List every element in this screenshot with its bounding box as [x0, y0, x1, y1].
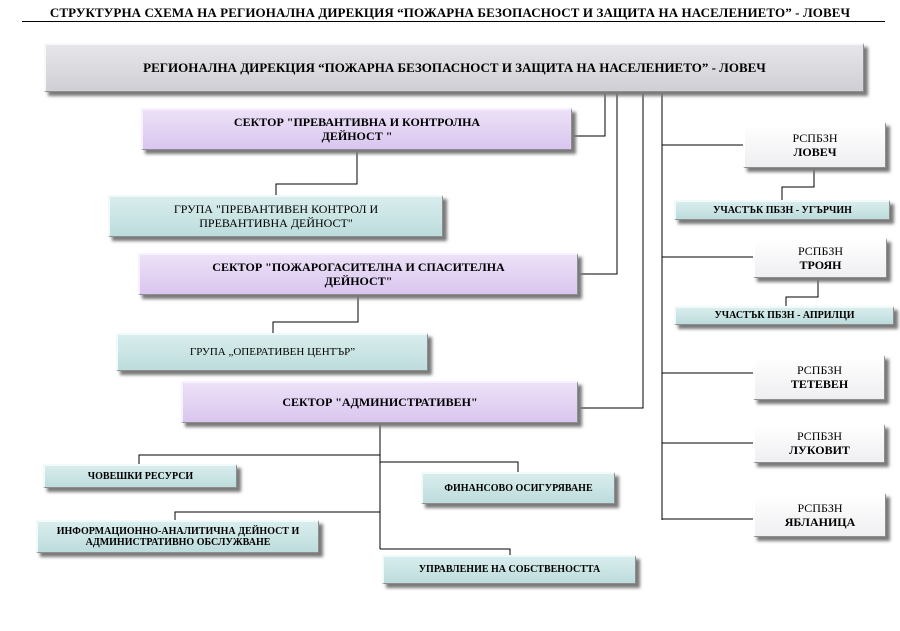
section-ugarchin-label: УЧАСТЪК ПБЗН - УГЪРЧИН	[713, 204, 852, 216]
group-preventive-label-line1: ГРУПА "ПРЕВАНТИВЕН КОНТРОЛ И	[173, 201, 379, 216]
admin-unit-hr-box: ЧОВЕШКИ РЕСУРСИ	[43, 464, 237, 488]
root-directorate-box: РЕГИОНАЛНА ДИРЕКЦИЯ “ПОЖАРНА БЕЗОПАСНОСТ…	[44, 43, 864, 92]
rspbzn-troyan-box: РСПБЗН ТРОЯН	[753, 238, 887, 278]
rspbzn-troyan-abbr: РСПБЗН	[797, 243, 844, 258]
rspbzn-lukovit-abbr: РСПБЗН	[796, 429, 843, 444]
rspbzn-troyan-city: ТРОЯН	[799, 257, 842, 272]
title-underline	[22, 21, 885, 22]
admin-unit-finance-box: ФИНАНСОВО ОСИГУРЯВАНЕ	[421, 472, 615, 504]
sector-preventive-label-line2: ДЕЙНОСТ "	[321, 128, 393, 143]
connector-root-administrative	[578, 90, 644, 409]
connector-lovech-ugarchin	[781, 168, 815, 200]
section-apriltsi-label: УЧАСТЪК ПБЗН - АПРИЛЦИ	[714, 310, 855, 322]
sector-firefighting-label-line1: СЕКТОР "ПОЖАРОГАСИТЕЛНА И СПАСИТЕЛНА	[212, 259, 505, 274]
admin-unit-property-label: УПРАВЛЕНИЕ НА СОБСТВЕНОСТТА	[418, 564, 601, 576]
admin-unit-finance-label: ФИНАНСОВО ОСИГУРЯВАНЕ	[444, 482, 593, 494]
admin-unit-info-label-line1: ИНФОРМАЦИОННО-АНАЛИТИЧНА ДЕЙНОСТ И	[56, 525, 300, 537]
rspbzn-teteven-city: ТЕТЕВЕН	[790, 377, 849, 391]
rspbzn-yablanitsa-abbr: РСПБЗН	[797, 500, 843, 515]
section-ugarchin-box: УЧАСТЪК ПБЗН - УГЪРЧИН	[674, 200, 890, 220]
admin-unit-hr-label: ЧОВЕШКИ РЕСУРСИ	[87, 470, 194, 482]
admin-unit-info-box: ИНФОРМАЦИОННО-АНАЛИТИЧНА ДЕЙНОСТ И АДМИН…	[36, 520, 319, 553]
rspbzn-lukovit-city: ЛУКОВИТ	[789, 443, 850, 457]
rspbzn-lovech-box: РСПБЗН ЛОВЕЧ	[743, 122, 886, 168]
connector-root-preventive	[572, 90, 606, 137]
sector-firefighting-label-line2: ДЕЙНОСТ"	[324, 273, 393, 288]
connector-admin-finance	[380, 461, 519, 472]
page-title: СТРУКТУРНА СХЕМА НА РЕГИОНАЛНА ДИРЕКЦИЯ …	[49, 5, 851, 20]
section-apriltsi-box: УЧАСТЪК ПБЗН - АПРИЛЦИ	[674, 306, 894, 325]
group-operative-label: ГРУПА „ОПЕРАТИВЕН ЦЕНТЪР”	[189, 346, 356, 359]
connector-admin-hr	[138, 454, 380, 464]
admin-unit-info-label-line2: АДМИНИСТРАТИВНО ОБСЛУЖВАНЕ	[85, 537, 271, 548]
admin-unit-property-box: УПРАВЛЕНИЕ НА СОБСТВЕНОСТТА	[382, 555, 636, 584]
connector-preventive-group	[275, 150, 358, 195]
group-preventive-box: ГРУПА "ПРЕВАНТИВЕН КОНТРОЛ И ПРЕВАНТИВНА…	[108, 195, 443, 237]
sector-administrative-label: СЕКТОР "АДМИНИСТРАТИВЕН"	[282, 394, 478, 409]
rspbzn-teteven-box: РСПБЗН ТЕТЕВЕН	[753, 355, 885, 400]
connector-admin-info	[174, 511, 380, 520]
connector-troyan-apriltsi	[785, 278, 819, 306]
root-directorate-label: РЕГИОНАЛНА ДИРЕКЦИЯ “ПОЖАРНА БЕЗОПАСНОСТ…	[143, 59, 766, 75]
sector-administrative-box: СЕКТОР "АДМИНИСТРАТИВЕН"	[181, 381, 578, 423]
rspbzn-teteven-abbr: РСПБЗН	[796, 363, 843, 378]
rspbzn-yablanitsa-city: ЯБЛАНИЦА	[784, 514, 856, 529]
rspbzn-lovech-abbr: РСПБЗН	[792, 130, 838, 145]
sector-preventive-label-line1: СЕКТОР "ПРЕВАНТИВНА И КОНТРОЛНА	[233, 114, 481, 129]
connector-admin-property	[380, 548, 511, 555]
sector-preventive-box: СЕКТОР "ПРЕВАНТИВНА И КОНТРОЛНА ДЕЙНОСТ …	[141, 108, 572, 150]
sector-firefighting-box: СЕКТОР "ПОЖАРОГАСИТЕЛНА И СПАСИТЕЛНА ДЕЙ…	[138, 253, 578, 295]
group-preventive-label-line2: ПРЕВАНТИВНА ДЕЙНОСТ"	[199, 215, 353, 230]
rspbzn-lovech-city: ЛОВЕЧ	[793, 144, 837, 159]
rspbzn-lukovit-box: РСПБЗН ЛУКОВИТ	[753, 424, 885, 463]
group-operative-box: ГРУПА „ОПЕРАТИВЕН ЦЕНТЪР”	[116, 333, 428, 371]
connector-firefighting-group	[272, 295, 359, 333]
connector-root-firefighting	[578, 90, 618, 275]
rspbzn-yablanitsa-box: РСПБЗН ЯБЛАНИЦА	[753, 493, 886, 537]
